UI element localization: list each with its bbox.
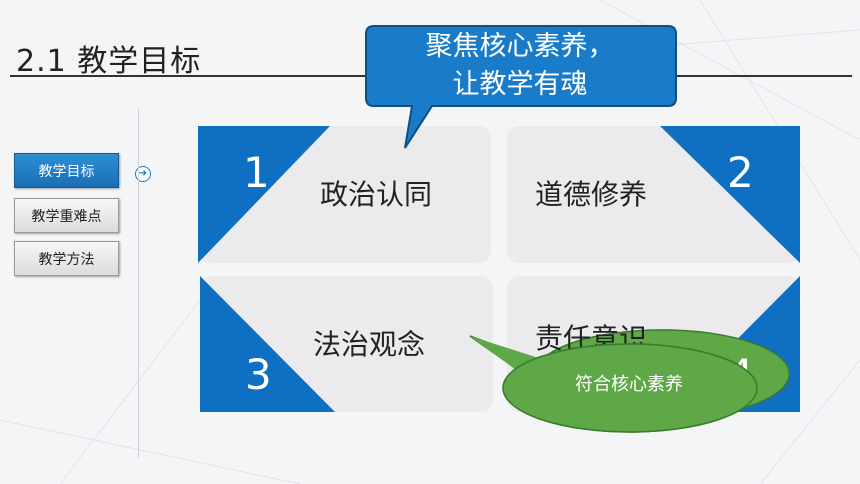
callout-bubble (365, 25, 677, 149)
sidebar-divider (138, 108, 139, 458)
comment-bubble-text: 符合核心素养 (575, 374, 683, 395)
panel-3-number: 3 (245, 350, 272, 399)
page-title: 2.1 教学目标 (16, 44, 202, 79)
panel-2-corner (660, 126, 800, 263)
panel-4-label: 责任意识 (535, 322, 648, 355)
panel-3-label: 法治观念 (313, 328, 426, 361)
sidebar-item-teaching-goals[interactable]: 教学目标 (14, 153, 119, 188)
arrow-right-icon: ➜ (135, 166, 151, 182)
panel-1-number: 1 (243, 148, 270, 197)
sidebar-item-key-difficulties[interactable]: 教学重难点 (14, 198, 119, 233)
callout-text: 聚焦核心素养， 让教学有魂 (366, 28, 674, 104)
panel-1-corner (198, 126, 330, 263)
panel-2-number: 2 (727, 148, 754, 197)
sidebar-item-teaching-methods[interactable]: 教学方法 (14, 241, 119, 276)
panel-1-label: 政治认同 (320, 178, 433, 211)
callout-line-2: 让教学有魂 (452, 69, 588, 100)
panel-3-corner (200, 276, 335, 412)
panel-2-label: 道德修养 (535, 178, 648, 211)
callout-line-1: 聚焦核心素养， (425, 31, 615, 62)
